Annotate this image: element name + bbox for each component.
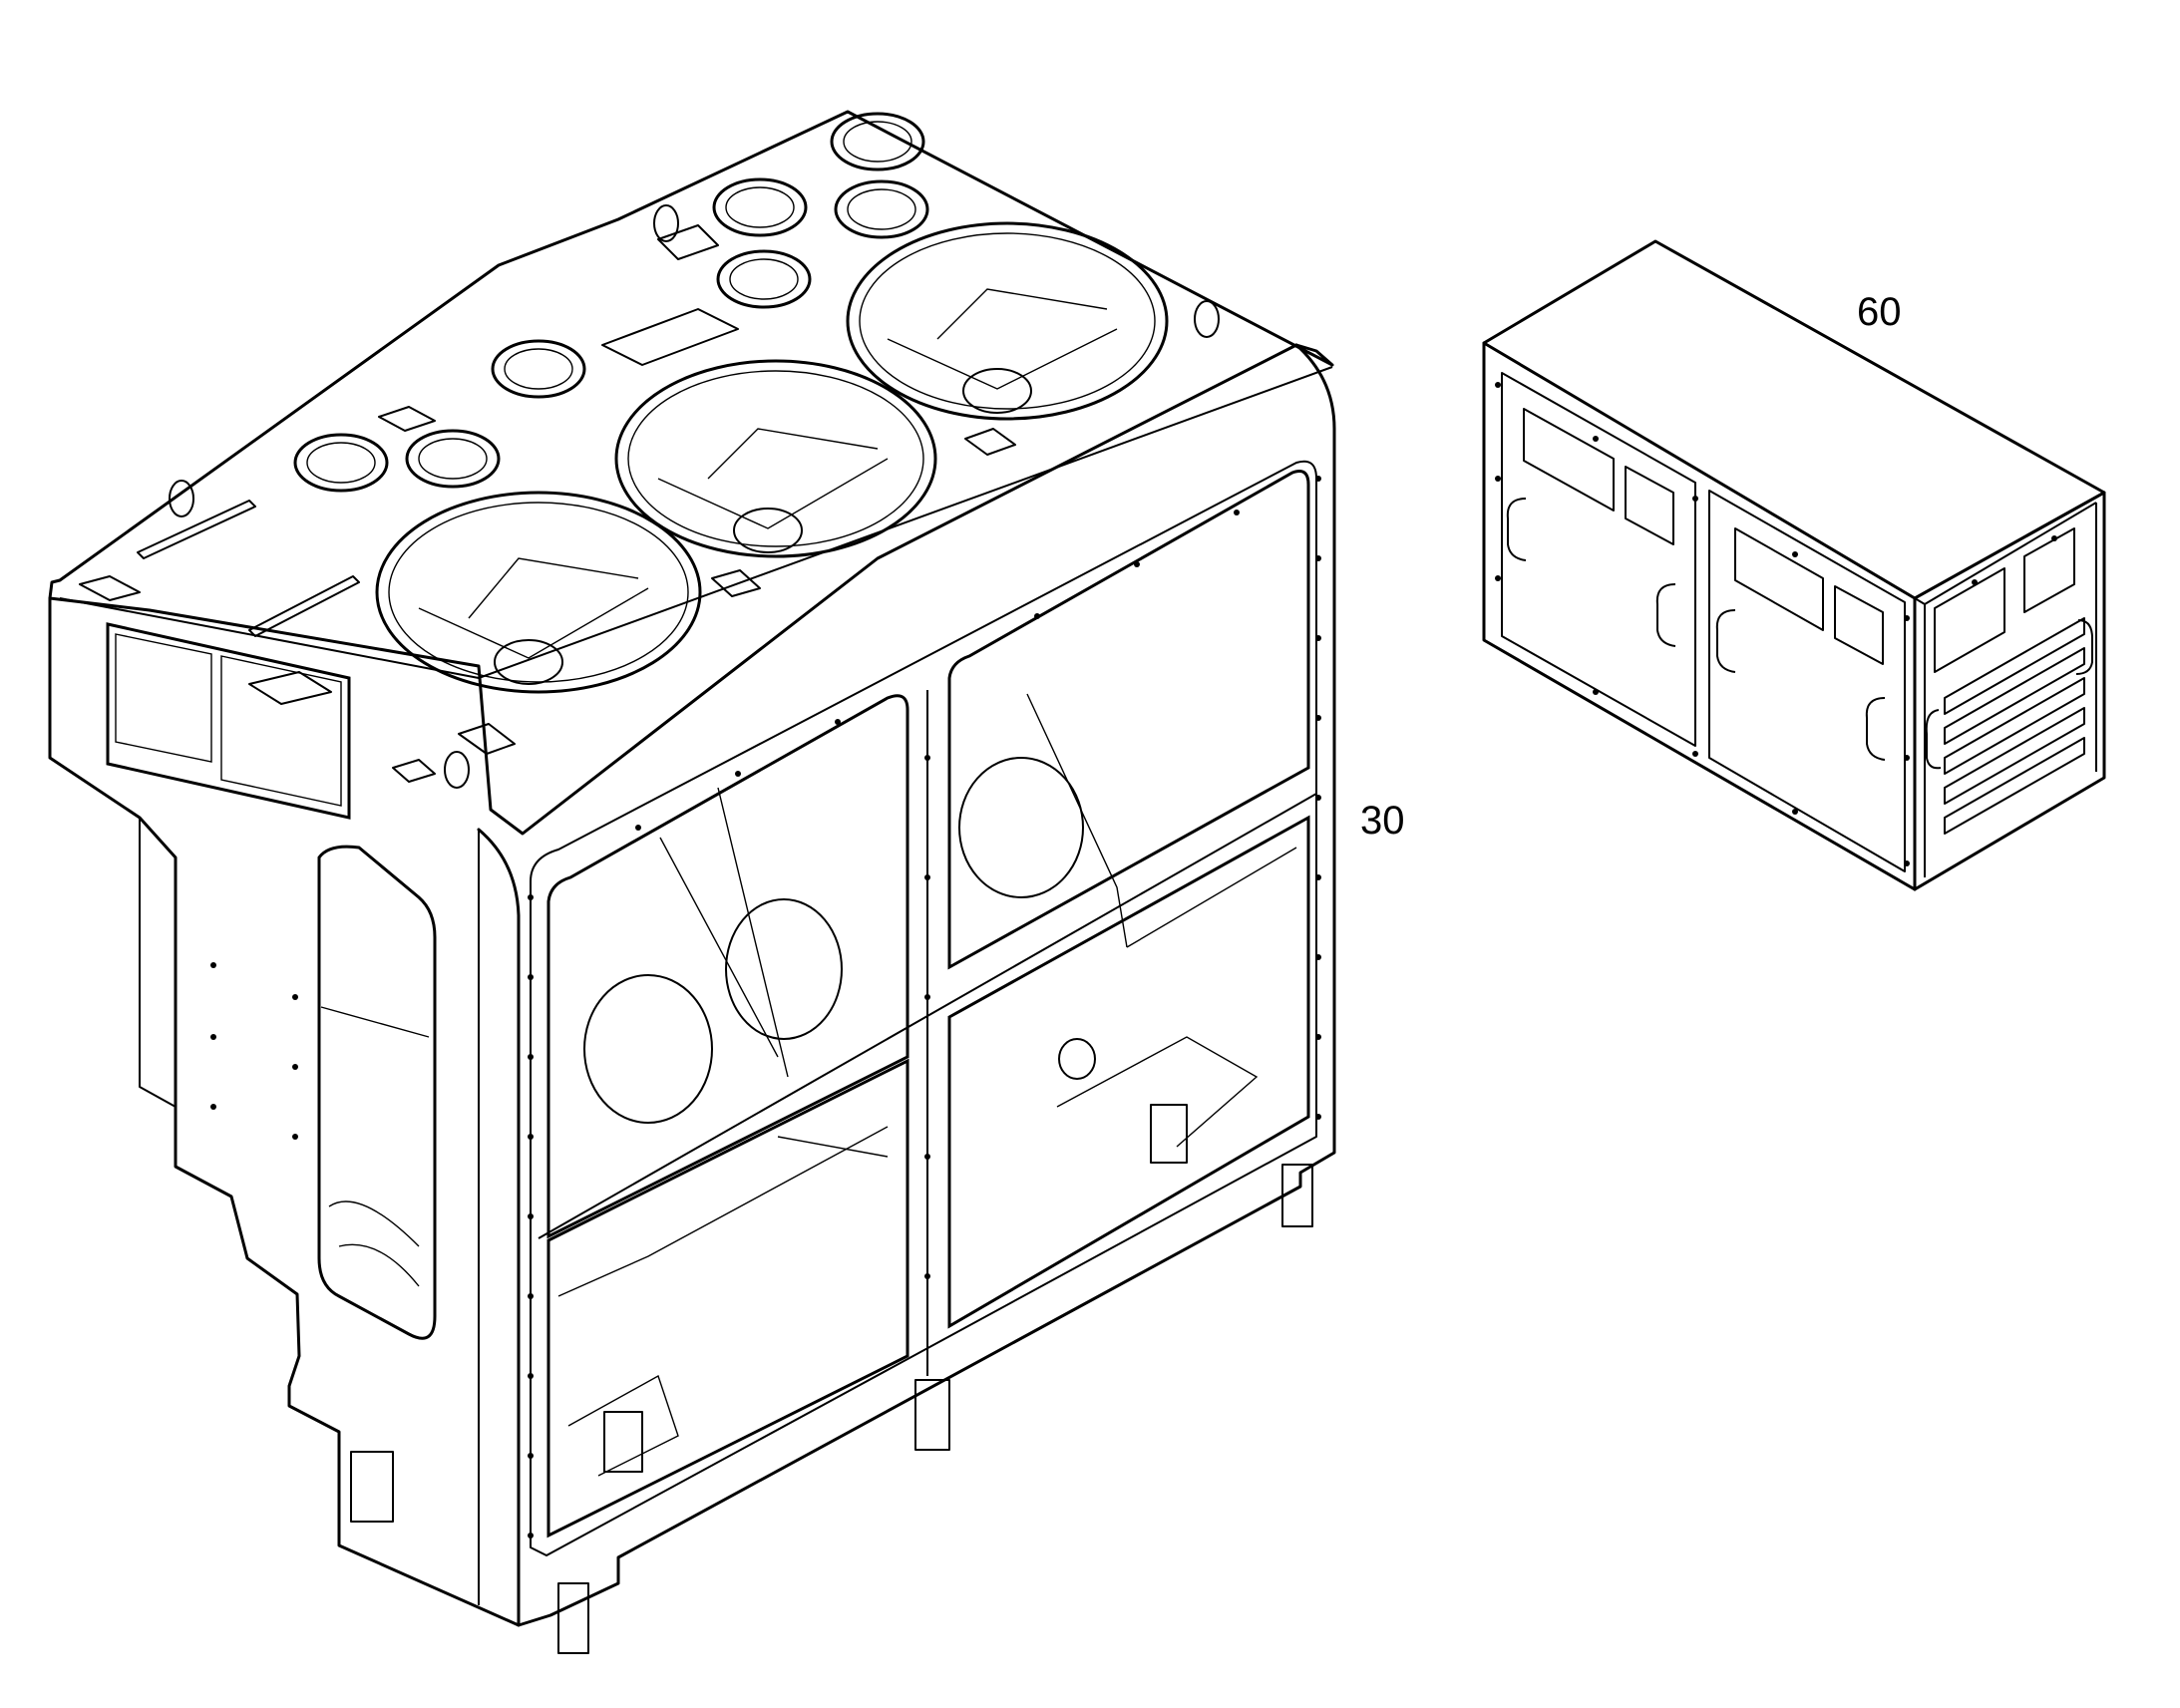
right-face-window-upper-right — [947, 470, 1310, 970]
label-frame: 30 — [1360, 799, 1405, 843]
frame-left-side-panel — [48, 596, 521, 1627]
right-face-window-lower-right — [947, 815, 1310, 1329]
cabinet-door-left — [1501, 372, 1696, 747]
left-side-opening — [317, 845, 437, 1340]
top-opening-middle — [614, 359, 937, 558]
cabinet-end-face — [1913, 491, 2106, 891]
cabinet-assembly — [1482, 239, 2106, 891]
top-opening-right — [846, 221, 1169, 421]
right-face-window-lower-left — [546, 1058, 909, 1538]
frame-assembly — [48, 110, 1336, 1654]
cabinet-door-right — [1708, 490, 1906, 872]
right-face-window-upper-left — [546, 694, 909, 1239]
top-opening-left — [375, 491, 702, 694]
front-left-window — [106, 622, 351, 820]
cabinet-front-face — [1482, 341, 1917, 891]
label-cabinet: 60 — [1857, 290, 1902, 334]
cabinet-handle — [1506, 498, 1527, 561]
cabinet-louvres — [1944, 617, 2085, 835]
bolt-dots — [210, 476, 1321, 1538]
frame-right-side-panel — [477, 343, 1336, 1627]
